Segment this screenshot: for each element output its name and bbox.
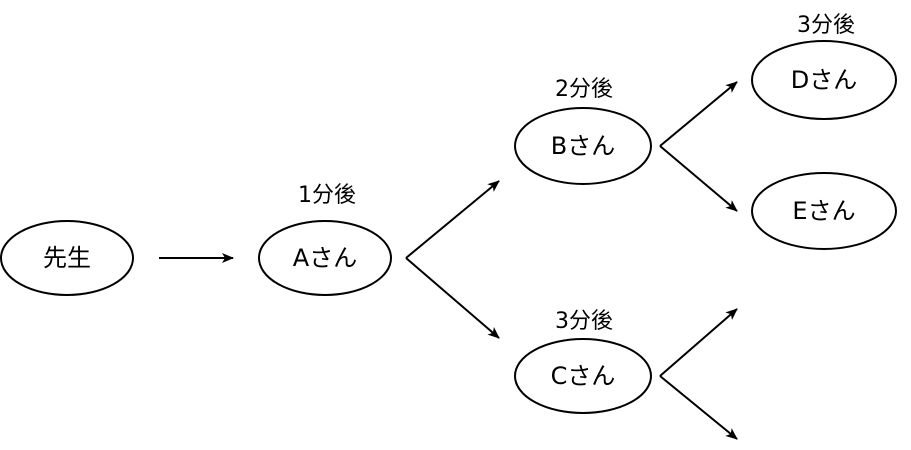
arrow-b-to-e	[659, 145, 738, 212]
time-label-a: 1分後	[298, 183, 356, 208]
arrow-c-to-next-upper	[659, 308, 738, 377]
node-e-label: Eさん	[792, 197, 855, 225]
arrow-c-to-next-lower	[659, 375, 738, 440]
time-label-b: 2分後	[555, 77, 613, 102]
arrow-b-to-d	[659, 81, 738, 147]
node-b-label: Bさん	[551, 132, 615, 160]
node-a: Aさん	[258, 220, 392, 296]
time-label-c: 3分後	[555, 309, 613, 334]
node-teacher: 先生	[0, 220, 134, 296]
node-c-label: Cさん	[551, 362, 616, 390]
node-e: Eさん	[751, 172, 897, 250]
arrow-a-to-c	[405, 257, 500, 339]
node-b: Bさん	[514, 107, 652, 185]
node-c: Cさん	[514, 338, 652, 414]
node-d-label: Dさん	[791, 66, 857, 94]
time-label-d: 3分後	[797, 13, 855, 38]
node-a-label: Aさん	[293, 244, 357, 272]
arrow-a-to-b	[405, 180, 500, 259]
node-teacher-label: 先生	[43, 244, 91, 272]
node-d: Dさん	[751, 40, 897, 120]
